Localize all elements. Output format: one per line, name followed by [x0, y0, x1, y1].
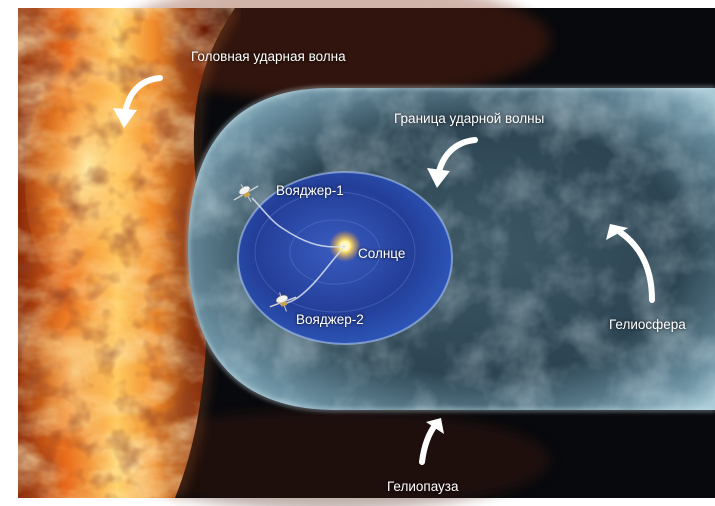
- label-bow-shock: Головная ударная волна: [191, 49, 346, 64]
- label-voyager1: Вояджер-1: [276, 183, 344, 198]
- label-voyager2: Вояджер-2: [296, 312, 364, 327]
- label-sun: Солнце: [358, 246, 405, 261]
- label-termination-shock: Граница ударной волны: [394, 111, 544, 126]
- label-heliosphere: Гелиосфера: [609, 317, 686, 332]
- label-heliopause: Гелиопауза: [387, 479, 459, 494]
